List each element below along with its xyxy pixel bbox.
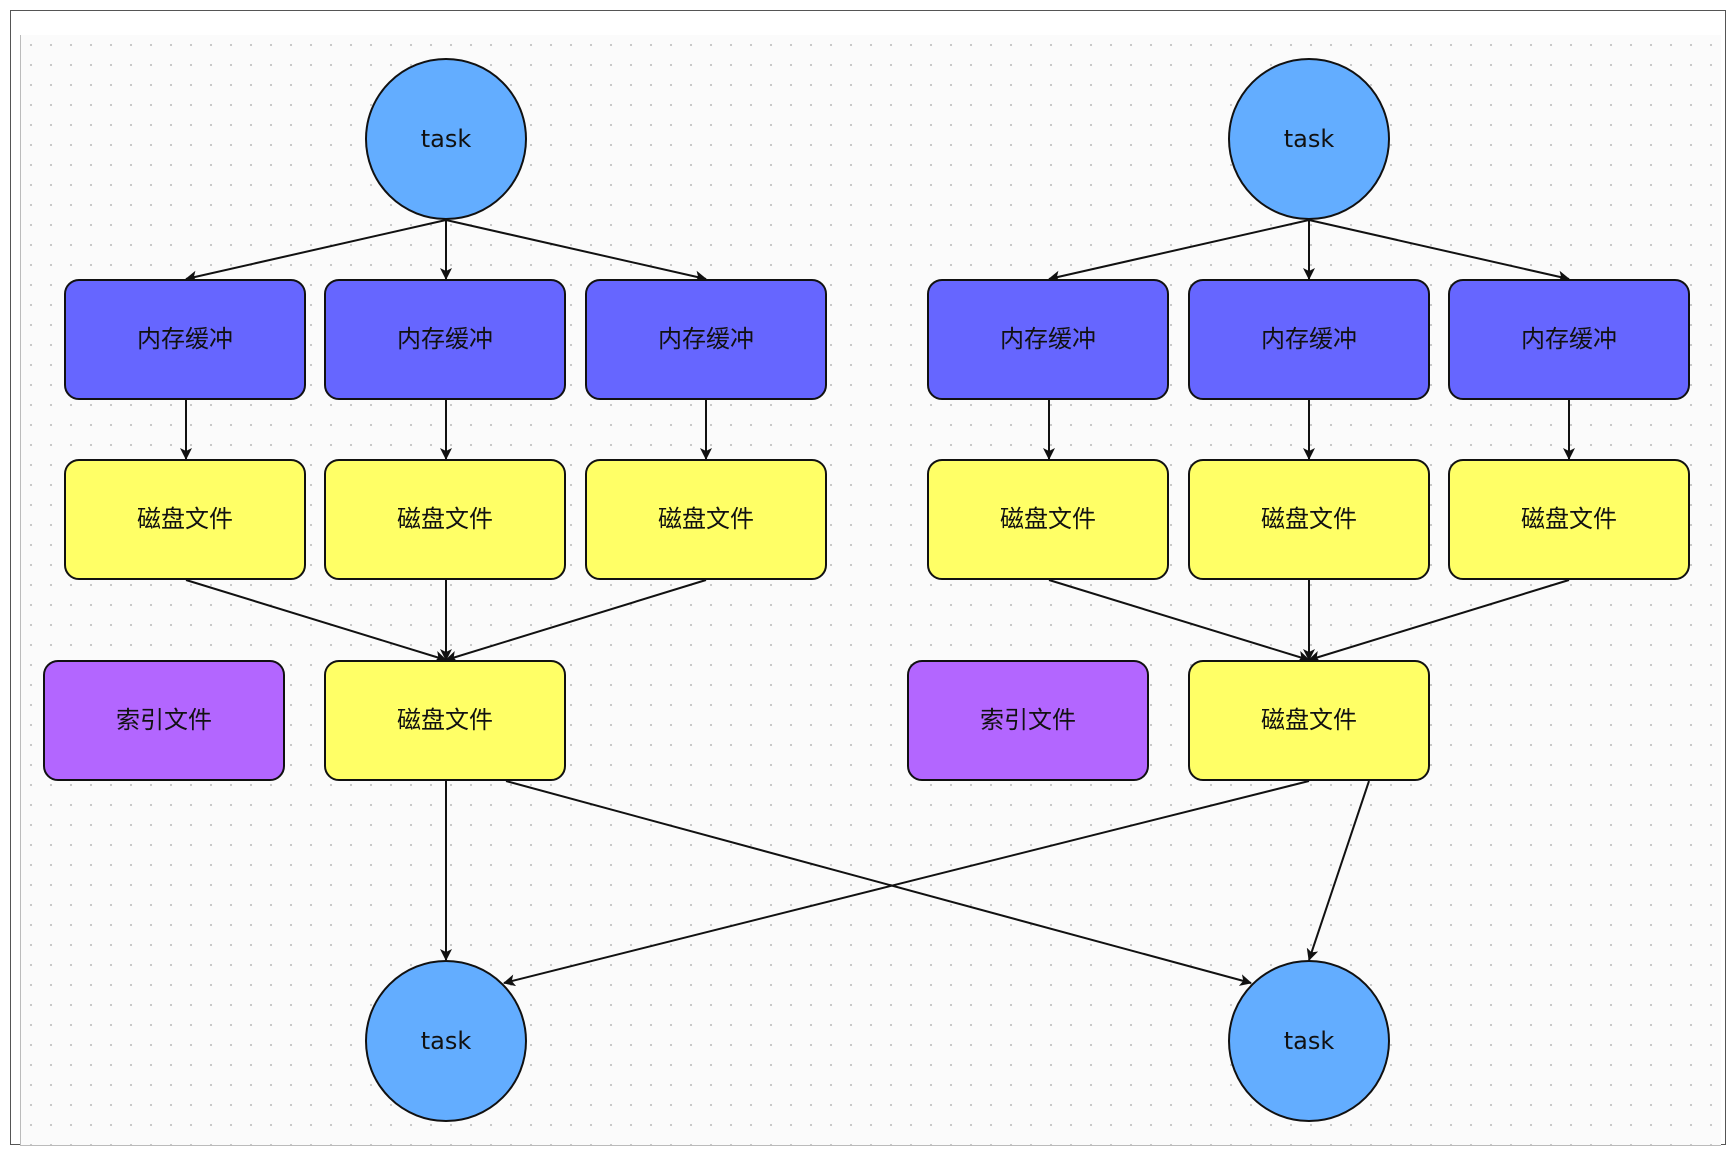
left-disk-3 <box>585 459 827 580</box>
right-disk-1 <box>927 459 1169 580</box>
left-index-file-label: 索引文件 <box>116 706 212 734</box>
left-disk-1 <box>64 459 306 580</box>
left-merged-disk <box>324 660 566 781</box>
edge-left-disk-merge-3 <box>445 579 707 663</box>
left-merged-disk-label: 磁盘文件 <box>397 706 493 734</box>
left-disk-3-label: 磁盘文件 <box>658 505 754 533</box>
right-disk-2 <box>1188 459 1430 580</box>
right-buffer-2 <box>1188 279 1430 400</box>
left-buffer-3 <box>585 279 827 400</box>
right-buffer-1 <box>927 279 1169 400</box>
right-merged-disk <box>1188 660 1430 781</box>
right-buffer-1-label: 内存缓冲 <box>1000 325 1096 353</box>
left-buffer-1-label: 内存缓冲 <box>137 325 233 353</box>
edge-left-merge-right-task <box>505 780 1252 986</box>
right-disk-2-label: 磁盘文件 <box>1261 505 1357 533</box>
right-disk-3-label: 磁盘文件 <box>1521 505 1617 533</box>
left-buffer-2-label: 内存缓冲 <box>397 325 493 353</box>
left-disk-2 <box>324 459 566 580</box>
left-buffer-1 <box>64 279 306 400</box>
diagram-canvas <box>20 35 1721 1146</box>
right-disk-3 <box>1448 459 1690 580</box>
edge-right-task-buffer-3 <box>1308 219 1570 283</box>
left-task-top-label: task <box>421 125 472 153</box>
edge-left-task-buffer-1 <box>185 219 447 283</box>
right-index-file <box>907 660 1149 781</box>
left-disk-2-label: 磁盘文件 <box>397 505 493 533</box>
right-index-file-label: 索引文件 <box>980 706 1076 734</box>
right-task-top <box>1228 58 1390 220</box>
edge-right-merge-left-task <box>503 780 1310 987</box>
right-task-top-label: task <box>1284 125 1335 153</box>
edge-left-disk-merge-1 <box>185 579 447 663</box>
right-disk-1-label: 磁盘文件 <box>1000 505 1096 533</box>
left-disk-1-label: 磁盘文件 <box>137 505 233 533</box>
edge-right-disk-merge-3 <box>1308 579 1570 663</box>
edge-left-task-buffer-3 <box>445 219 707 283</box>
right-buffer-3-label: 内存缓冲 <box>1521 325 1617 353</box>
edge-right-disk-merge-1 <box>1048 579 1310 663</box>
right-buffer-3 <box>1448 279 1690 400</box>
left-task-bottom <box>365 960 527 1122</box>
edge-right-merge-right-task <box>1306 780 1370 961</box>
left-group: task 内存缓冲 内存缓冲 内存缓冲 磁盘文件 磁盘文件 磁盘文件 索引文件 … <box>43 58 827 1122</box>
left-task-top <box>365 58 527 220</box>
right-merged-disk-label: 磁盘文件 <box>1261 706 1357 734</box>
right-task-bottom <box>1228 960 1390 1122</box>
left-buffer-3-label: 内存缓冲 <box>658 325 754 353</box>
left-index-file <box>43 660 285 781</box>
left-task-bottom-label: task <box>421 1027 472 1055</box>
right-group: task 内存缓冲 内存缓冲 内存缓冲 磁盘文件 磁盘文件 磁盘文件 索引文件 … <box>907 58 1690 1122</box>
right-buffer-2-label: 内存缓冲 <box>1261 325 1357 353</box>
left-buffer-2 <box>324 279 566 400</box>
edge-right-task-buffer-1 <box>1048 219 1310 283</box>
edges <box>180 219 1575 987</box>
right-task-bottom-label: task <box>1284 1027 1335 1055</box>
